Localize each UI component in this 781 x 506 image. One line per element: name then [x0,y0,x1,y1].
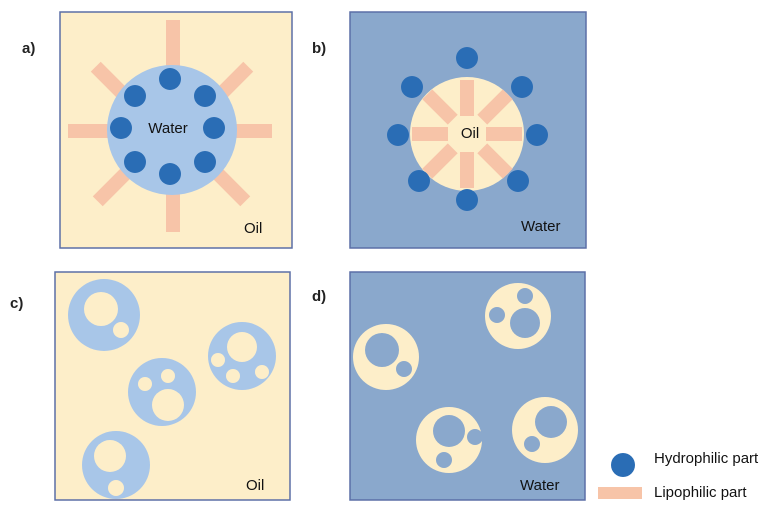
panel-a-hydrophilic-heads [110,68,225,185]
panel-b-hydrophilic-heads [387,47,548,211]
legend-lipophilic-label: Lipophilic part [654,484,747,501]
panel-a-label: a) [22,40,36,57]
legend-hydrophilic-label: Hydrophilic part [654,450,759,467]
panel-c-label: c) [10,295,24,312]
panel-c-droplet-2 [128,358,196,426]
panel-b-lipophilic-tails [412,80,522,188]
panel-d-droplet-3 [416,407,483,473]
panel-d-droplet-4 [512,397,578,463]
panel-b-medium-label: Water [521,218,561,235]
panel-b-label: b) [312,40,327,57]
panel-a-medium-label: Oil [244,220,263,237]
panel-d-droplet-1 [353,324,419,390]
legend-hydrophilic-symbol [611,453,635,477]
panel-d-medium-label: Water [520,477,560,494]
panel-d-label: d) [312,288,327,305]
panel-d-droplet-2 [485,283,551,349]
panel-c-medium-label: Oil [246,477,265,494]
panel-c-droplet-4 [82,431,150,499]
panel-c [54,271,291,501]
panel-c-droplet-3 [208,322,276,390]
panel-c-droplet-1 [68,279,140,351]
panel-d [349,271,586,501]
panel-a-center-label: Water [148,120,187,137]
panel-a: Water [59,11,293,249]
panel-b-center-label: Oil [461,125,479,142]
legend-lipophilic-symbol [598,487,642,499]
panel-b: Oil [349,11,587,249]
